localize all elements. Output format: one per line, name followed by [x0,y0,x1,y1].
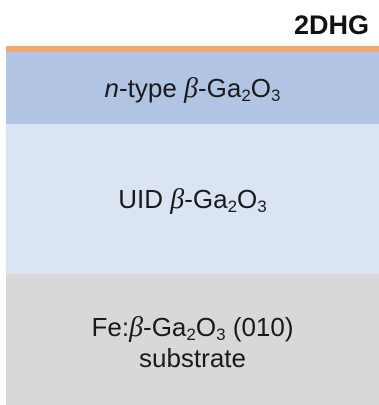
n-type-rest: -type [118,72,185,103]
n-type-ga2o3-layer: n-type β-Ga2O3 [6,52,379,124]
n-type-prefix: n [104,72,119,103]
n-type-sub-2: 2 [241,85,251,105]
uid-beta: β [170,183,185,215]
substrate-sub-2: 2 [186,325,196,344]
fe-ga2o3-substrate-layer: Fe:β-Ga2O3 (010) substrate [6,274,379,405]
n-type-o: O [250,72,272,103]
n-type-ga: -Ga [197,72,242,103]
substrate-ga: -Ga [143,312,187,342]
uid-sub-3: 3 [257,196,267,216]
substrate-beta: β [129,312,144,343]
substrate-orientation: (010) [225,312,294,342]
2dhg-layer [6,46,379,52]
substrate-sub-3: 3 [216,325,226,344]
substrate-label-line1: Fe:β-Ga2O3 (010) [92,312,294,343]
n-type-beta: β [184,72,198,104]
uid-ga2o3-layer: UID β-Ga2O3 [6,124,379,274]
uid-layer-label: UID β-Ga2O3 [118,184,266,215]
substrate-label-line2: substrate [139,343,246,373]
uid-sub-2: 2 [227,196,238,216]
2dhg-label: 2DHG [293,10,369,40]
uid-o: O [237,183,258,214]
substrate-prefix: Fe: [91,312,130,342]
n-type-sub-3: 3 [271,85,281,105]
n-type-layer-label: n-type β-Ga2O3 [105,73,281,104]
uid-ga: -Ga [184,183,228,214]
uid-prefix: UID [118,183,171,214]
layer-stack: n-type β-Ga2O3 UID β-Ga2O3 Fe:β-Ga2O3 (0… [6,46,379,405]
substrate-o: O [195,312,217,342]
